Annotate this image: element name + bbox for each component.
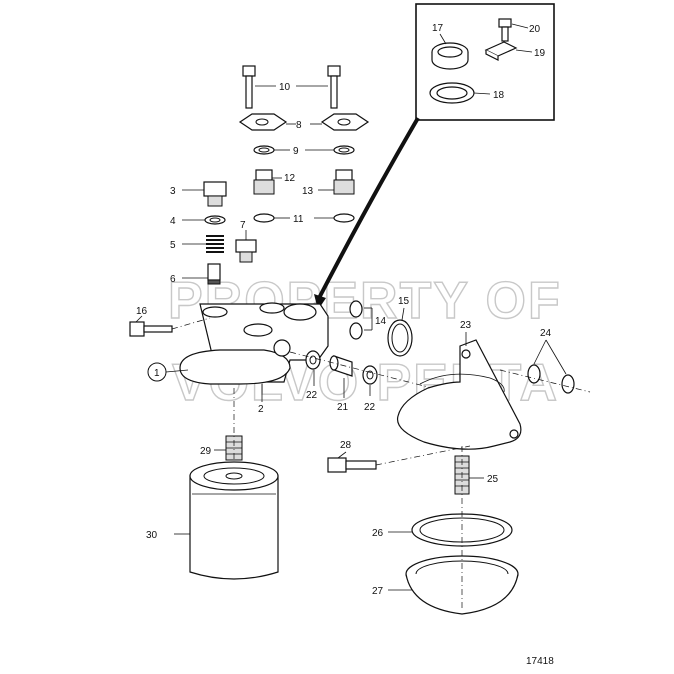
callout-3: 3: [170, 186, 176, 197]
callout-10: 10: [279, 82, 291, 93]
callout-29: 29: [200, 446, 212, 457]
callout-14: 14: [375, 316, 387, 327]
detail-inset: [415, 3, 555, 121]
callout-21: 21: [337, 402, 349, 413]
callout-22b: 22: [364, 402, 376, 413]
callout-9: 9: [293, 146, 299, 157]
filter-housing-2: [179, 302, 329, 402]
callout-26: 26: [372, 528, 384, 539]
callout-27: 27: [372, 586, 384, 597]
filter-bowl-27: [388, 555, 519, 615]
callout-6: 6: [170, 274, 176, 285]
callout-19: 19: [534, 48, 546, 59]
callout-23: 23: [460, 320, 472, 331]
callout-28: 28: [340, 440, 352, 451]
callout-5: 5: [170, 240, 176, 251]
oil-filter-30: [174, 461, 279, 580]
callout-13: 13: [302, 186, 314, 197]
callout-18: 18: [493, 90, 505, 101]
callout-17: 17: [432, 23, 444, 34]
bracket-23: [396, 332, 522, 450]
callout-7: 7: [240, 220, 246, 231]
callout-11: 11: [293, 214, 304, 225]
callout-8: 8: [296, 120, 302, 131]
callout-22a: 22: [306, 390, 318, 401]
bolts-10: [242, 65, 341, 109]
callout-30: 30: [146, 530, 158, 541]
callout-25: 25: [487, 474, 499, 485]
callout-20: 20: [529, 24, 541, 35]
callout-labels: 1 2 3 4 5 6 7 8 9 10 11 12 13 14 15 16 1…: [136, 23, 552, 597]
callout-12: 12: [284, 173, 296, 184]
callout-16: 16: [136, 306, 148, 317]
callout-1: 1: [154, 368, 160, 379]
drawing-number: 17418: [526, 656, 554, 667]
callout-4: 4: [170, 216, 176, 227]
callout-24: 24: [540, 328, 552, 339]
callout-2: 2: [258, 404, 264, 415]
callout-15: 15: [398, 296, 410, 307]
